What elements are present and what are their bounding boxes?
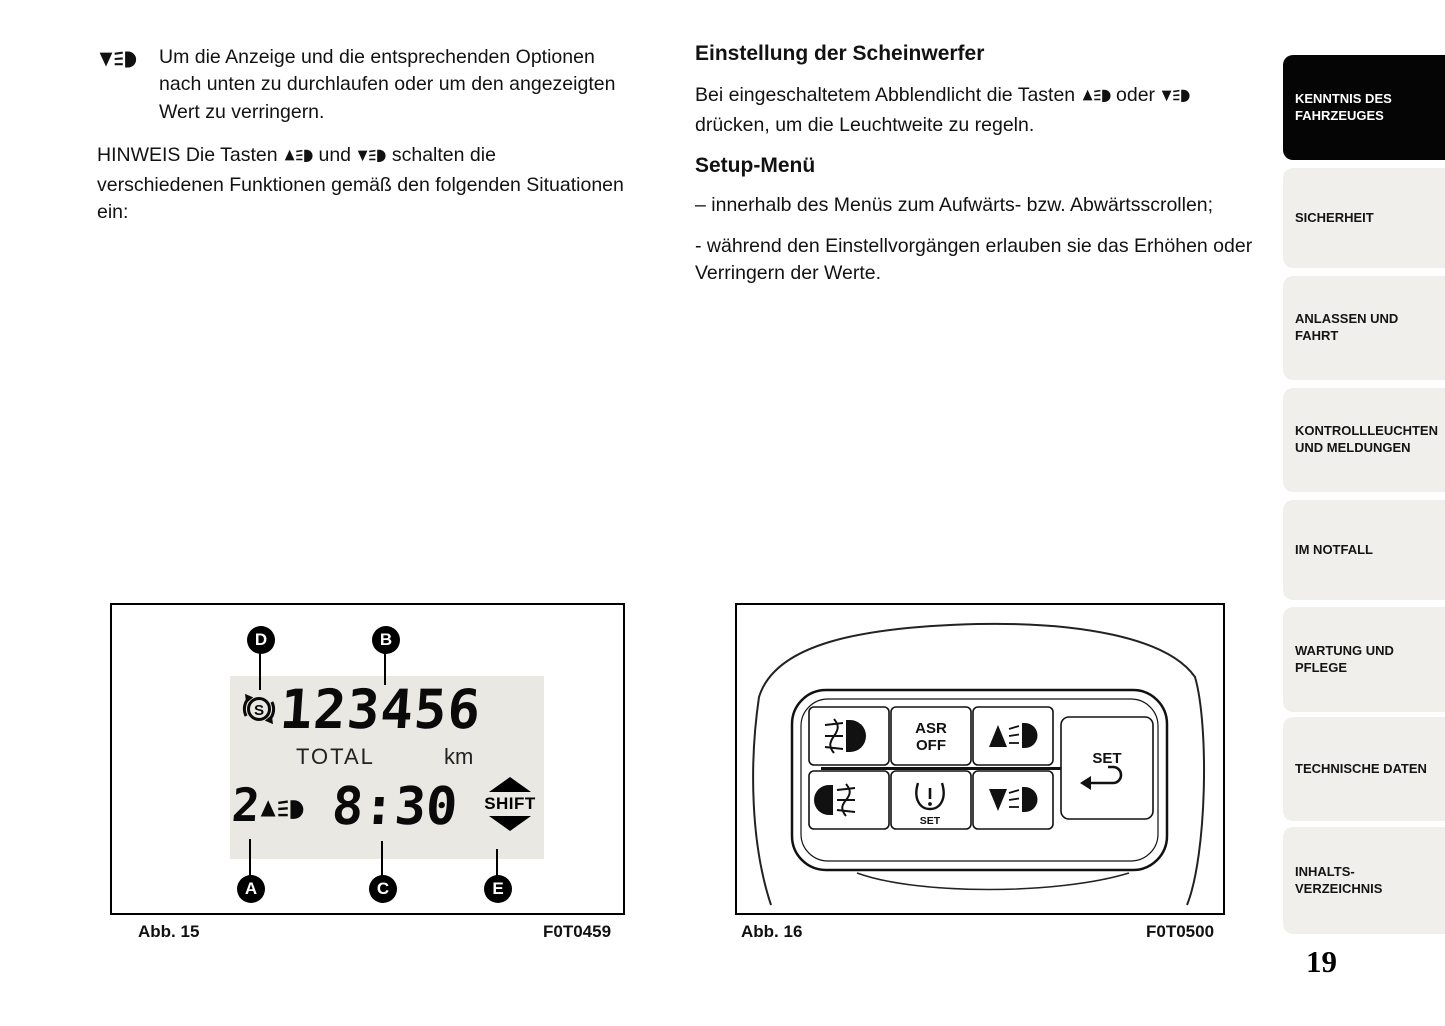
right-column: Einstellung der Scheinwerfer Bei eingesc… bbox=[695, 42, 1253, 301]
bullet-text: Um die Anzeige und die entsprechenden Op… bbox=[159, 46, 616, 123]
note-paragraph: HINWEIS Die Tasten und schalten die vers… bbox=[97, 142, 627, 227]
headlight-up-icon bbox=[1081, 85, 1111, 112]
headlight-down-icon bbox=[356, 145, 386, 172]
tyre-pressure-set-icon bbox=[915, 782, 945, 811]
page-number: 19 bbox=[1306, 944, 1337, 979]
front-fog-button bbox=[808, 706, 890, 766]
bullet-item: Um die Anzeige und die entsprechenden Op… bbox=[97, 44, 627, 126]
sidebar-tab-label: IM NOTFALL bbox=[1295, 541, 1373, 557]
sidebar-tab-anlassen-und-fahrt[interactable]: ANLASSEN UND FAHRT bbox=[1283, 276, 1445, 380]
callout-line bbox=[381, 841, 383, 876]
switch-panel-drawing: ASR OFF bbox=[752, 622, 1206, 906]
rear-fog-button bbox=[808, 770, 890, 830]
sidebar-tab-wartung-und-pflege[interactable]: WARTUNG UND PFLEGE bbox=[1283, 607, 1445, 712]
set-button-label: SET bbox=[1092, 750, 1121, 767]
asr-label-line1: ASR bbox=[915, 720, 947, 737]
instrument-display: S 123456 TOTAL km 2 8:30 SHIFT bbox=[230, 676, 544, 859]
figure-16-label: Abb. 16 bbox=[741, 922, 803, 941]
callout-e: E bbox=[484, 875, 512, 903]
callout-d: D bbox=[247, 626, 275, 654]
headlight-up-icon bbox=[989, 723, 1038, 748]
asr-off-button: ASR OFF bbox=[890, 706, 972, 766]
svg-text:S: S bbox=[254, 702, 264, 719]
callout-line bbox=[496, 849, 498, 876]
sidebar-tab-label: WARTUNG UND PFLEGE bbox=[1295, 642, 1394, 675]
sidebar-tab-label: SICHERHEIT bbox=[1295, 209, 1374, 225]
clock-value: 8:30 bbox=[329, 777, 460, 837]
sport-shift-icon: S bbox=[238, 688, 280, 730]
callout-line bbox=[249, 839, 251, 876]
shift-up-icon bbox=[489, 777, 531, 792]
odometer-digits: 123456 bbox=[277, 678, 484, 741]
paragraph-text-3: drücken, um die Leuchtweite zu regeln. bbox=[695, 114, 1035, 137]
callout-line bbox=[384, 653, 386, 685]
headlight-down-icon bbox=[989, 787, 1038, 812]
note-text-2: und bbox=[318, 143, 352, 166]
sidebar-tab-technische-daten[interactable]: TECHNISCHE DATEN bbox=[1283, 717, 1445, 821]
button-panel-inner bbox=[800, 698, 1159, 862]
shift-down-icon bbox=[489, 816, 531, 831]
headlight-down-icon bbox=[97, 44, 141, 126]
paragraph-scheinwerfer: Bei eingeschaltetem Abblendlicht die Tas… bbox=[695, 82, 1253, 140]
callout-b: B bbox=[372, 626, 400, 654]
left-column: Um die Anzeige und die entsprechenden Op… bbox=[97, 44, 627, 227]
callout-c: C bbox=[369, 875, 397, 903]
tpms-set-label: SET bbox=[920, 815, 941, 827]
headlight-level-value: 2 bbox=[230, 778, 262, 832]
figure-15-code: F0T0459 bbox=[543, 922, 612, 941]
shift-indicator: SHIFT bbox=[474, 777, 546, 831]
headlight-up-icon bbox=[258, 796, 304, 822]
set-return-icon bbox=[1080, 765, 1123, 790]
paragraph-text-2: oder bbox=[1116, 84, 1156, 106]
sidebar-tab-label: KONTROLLLEUCHTEN UND MELDUNGEN bbox=[1295, 423, 1438, 455]
front-fog-icon bbox=[824, 718, 866, 754]
console-lower-curve bbox=[856, 872, 1130, 891]
sidebar-tab-im-notfall[interactable]: IM NOTFALL bbox=[1283, 500, 1445, 600]
note-text-3: schalten die verschiedenen Funktionen ge… bbox=[97, 143, 624, 224]
sidebar-tab-label: KENNTNIS DES FAHRZEUGES bbox=[1295, 90, 1392, 123]
setup-item-2: - während den Einstellvorgängen erlauben… bbox=[695, 234, 1253, 285]
distance-unit: km bbox=[444, 744, 474, 769]
headlight-up-icon bbox=[283, 145, 313, 172]
tpms-set-button: SET bbox=[890, 770, 972, 830]
callout-line bbox=[259, 653, 261, 690]
sidebar-tab-label: ANLASSEN UND FAHRT bbox=[1295, 311, 1399, 343]
shift-label: SHIFT bbox=[484, 794, 536, 813]
sidebar-tab-sicherheit[interactable]: SICHERHEIT bbox=[1283, 168, 1445, 268]
headlight-up-button bbox=[972, 706, 1054, 766]
callout-a: A bbox=[237, 875, 265, 903]
section-heading-setup: Setup-Menü bbox=[695, 153, 816, 177]
sidebar-tab-inhaltsverzeichnis[interactable]: INHALTS-VERZEICHNIS bbox=[1283, 827, 1445, 934]
sidebar-tab-kontrollleuchten[interactable]: KONTROLLLEUCHTEN UND MELDUNGEN bbox=[1283, 388, 1445, 492]
sidebar-tab-label: TECHNISCHE DATEN bbox=[1295, 760, 1427, 776]
setup-item-1: – innerhalb des Menüs zum Aufwärts- bzw.… bbox=[695, 193, 1214, 216]
section-heading-scheinwerfer: Einstellung der Scheinwerfer bbox=[695, 42, 985, 65]
headlight-down-button bbox=[972, 770, 1054, 830]
figure-16-code: F0T0500 bbox=[1146, 922, 1215, 941]
sidebar-tab-kenntnis-des-fahrzeuges[interactable]: KENNTNIS DES FAHRZEUGES bbox=[1283, 55, 1445, 160]
console-contour bbox=[752, 622, 1206, 906]
figure-15-label: Abb. 15 bbox=[138, 922, 200, 941]
set-return-button: SET bbox=[1060, 716, 1154, 820]
sidebar-tab-label: INHALTS-VERZEICHNIS bbox=[1295, 863, 1383, 896]
figure-16-switch-panel: ASR OFF bbox=[735, 603, 1225, 915]
asr-label-line2: OFF bbox=[916, 737, 946, 754]
figure-15-display: S 123456 TOTAL km 2 8:30 SHIFT bbox=[110, 603, 625, 915]
rear-fog-icon bbox=[814, 783, 856, 817]
note-text-1: HINWEIS Die Tasten bbox=[97, 143, 278, 166]
headlight-down-icon bbox=[1160, 85, 1191, 112]
paragraph-text-1: Bei eingeschaltetem Abblendlicht die Tas… bbox=[695, 84, 1076, 106]
total-label: TOTAL bbox=[296, 744, 375, 769]
